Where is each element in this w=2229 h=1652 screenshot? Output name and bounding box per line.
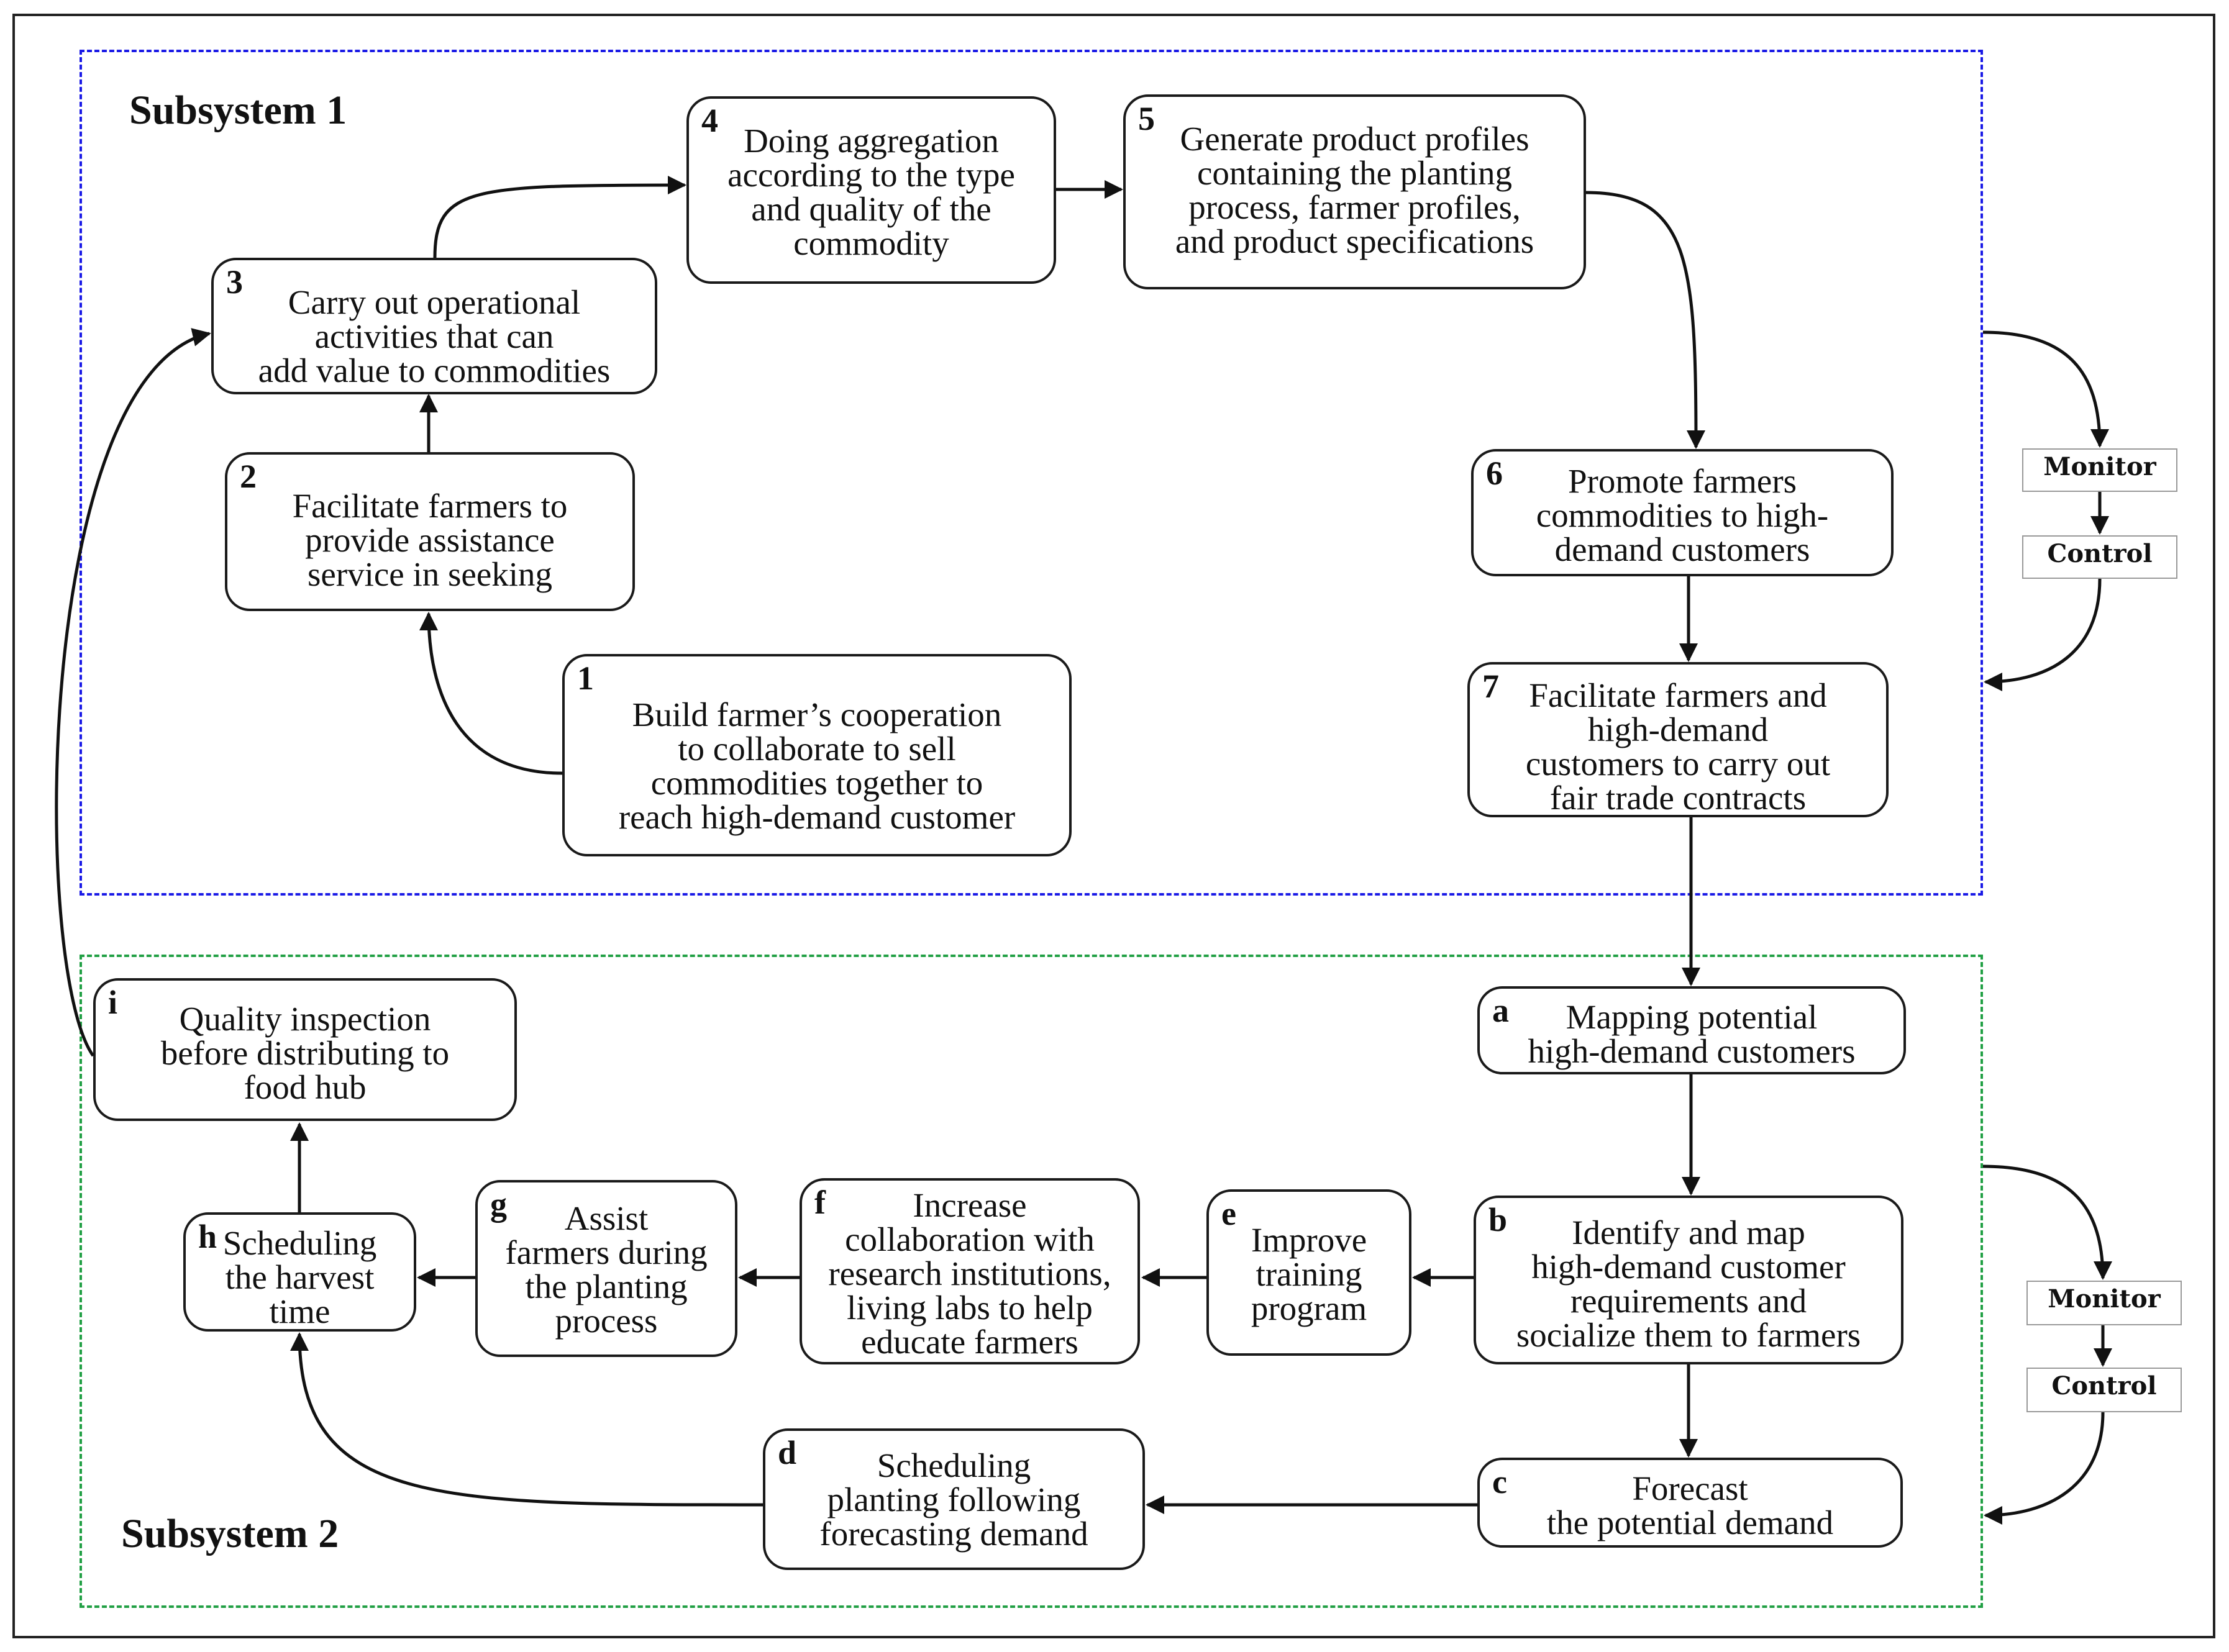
node-text: Increase collaboration with research ins…	[828, 1186, 1111, 1361]
node-5-product-profiles[interactable]: 5 Generate product profiles containing t…	[1123, 94, 1586, 289]
node-index: e	[1221, 1195, 1236, 1232]
arrow-control-to-s1	[1984, 578, 2102, 691]
outer-frame	[12, 14, 2215, 1638]
node-b-identify-requirements[interactable]: b Identify and map high-demand customer …	[1474, 1196, 1903, 1364]
monitor-box-subsystem-1: Monitor	[2022, 448, 2177, 492]
node-text: Quality inspection before distributing t…	[160, 1000, 450, 1106]
node-index: 6	[1486, 455, 1503, 492]
node-index: c	[1492, 1463, 1507, 1500]
control-box-subsystem-2: Control	[2026, 1368, 2182, 1412]
node-3-operational-activities[interactable]: 3 Carry out operational activities that …	[211, 258, 657, 394]
node-4-aggregation[interactable]: 4 Doing aggregation according to the typ…	[686, 96, 1056, 284]
arrow-i-to-3	[55, 328, 211, 1057]
node-text: Identify and map high-demand customer re…	[1516, 1214, 1861, 1354]
node-f-research-collaboration[interactable]: f Increase collaboration with research i…	[800, 1178, 1140, 1364]
node-text: Promote farmers commodities to high- dem…	[1536, 462, 1829, 568]
arrow-1-to-2	[419, 612, 563, 775]
node-i-quality-inspection[interactable]: i Quality inspection before distributing…	[93, 978, 517, 1121]
node-index: 5	[1138, 100, 1155, 137]
node-index: b	[1488, 1201, 1508, 1238]
node-index: 3	[226, 263, 243, 301]
node-text: Improve training program	[1251, 1221, 1367, 1327]
node-text: Facilitate farmers to provide assistance…	[292, 487, 568, 593]
node-g-assist-planting[interactable]: g Assist farmers during the planting pro…	[475, 1180, 737, 1357]
node-index: 2	[240, 458, 257, 495]
node-a-mapping-customers[interactable]: a Mapping potential high-demand customer…	[1477, 986, 1906, 1074]
subsystem-1-boundary	[80, 50, 1983, 896]
arrow-5-to-6	[1585, 191, 1705, 449]
node-index: h	[198, 1218, 217, 1255]
arrow-control-to-s2	[1984, 1412, 2105, 1525]
node-text: Doing aggregation according to the type …	[727, 122, 1015, 262]
node-text: Generate product profiles containing the…	[1175, 120, 1534, 260]
subsystem-2-title: Subsystem 2	[121, 1511, 339, 1556]
node-index: i	[108, 984, 118, 1021]
node-index: 1	[577, 660, 594, 697]
subsystem-2-boundary	[80, 955, 1983, 1608]
monitor-box-subsystem-2: Monitor	[2026, 1281, 2182, 1325]
arrow-s1-to-monitor	[1982, 330, 2109, 448]
node-index: a	[1492, 992, 1509, 1029]
node-index: 4	[701, 102, 718, 139]
node-text: Forecast the potential demand	[1546, 1469, 1834, 1541]
node-c-forecast-demand[interactable]: c Forecast the potential demand	[1477, 1458, 1903, 1548]
node-text: Mapping potential high-demand customers	[1528, 998, 1856, 1070]
node-index: g	[490, 1186, 507, 1223]
arrow-s2-to-monitor	[1982, 1164, 2112, 1280]
node-text: Assist farmers during the planting proce…	[505, 1199, 708, 1340]
node-6-promote-commodities[interactable]: 6 Promote farmers commodities to high- d…	[1471, 449, 1894, 576]
subsystem-1-title: Subsystem 1	[129, 88, 347, 133]
node-index: d	[778, 1434, 797, 1471]
node-text: Build farmer’s cooperation to collaborat…	[618, 696, 1016, 836]
arrow-3-to-4	[433, 176, 686, 258]
node-index: f	[814, 1184, 826, 1221]
node-text: Facilitate farmers and high-demand custo…	[1525, 676, 1831, 817]
control-box-subsystem-1: Control	[2022, 535, 2177, 579]
node-index: 7	[1482, 668, 1499, 705]
arrow-d-to-h	[290, 1332, 764, 1507]
node-7-fair-trade-contracts[interactable]: 7 Facilitate farmers and high-demand cus…	[1467, 662, 1889, 817]
node-text: Scheduling planting following forecastin…	[819, 1446, 1088, 1553]
node-d-scheduling-planting[interactable]: d Scheduling planting following forecast…	[763, 1428, 1145, 1570]
node-1-build-cooperation[interactable]: 1 Build farmer’s cooperation to collabor…	[562, 654, 1072, 856]
node-text: Carry out operational activities that ca…	[258, 283, 611, 389]
node-text: Scheduling the harvest time	[222, 1224, 377, 1330]
node-2-facilitate-assistance[interactable]: 2 Facilitate farmers to provide assistan…	[225, 452, 635, 611]
node-e-training-program[interactable]: e Improve training program	[1206, 1189, 1411, 1356]
node-h-scheduling-harvest[interactable]: h Scheduling the harvest time	[183, 1212, 416, 1332]
